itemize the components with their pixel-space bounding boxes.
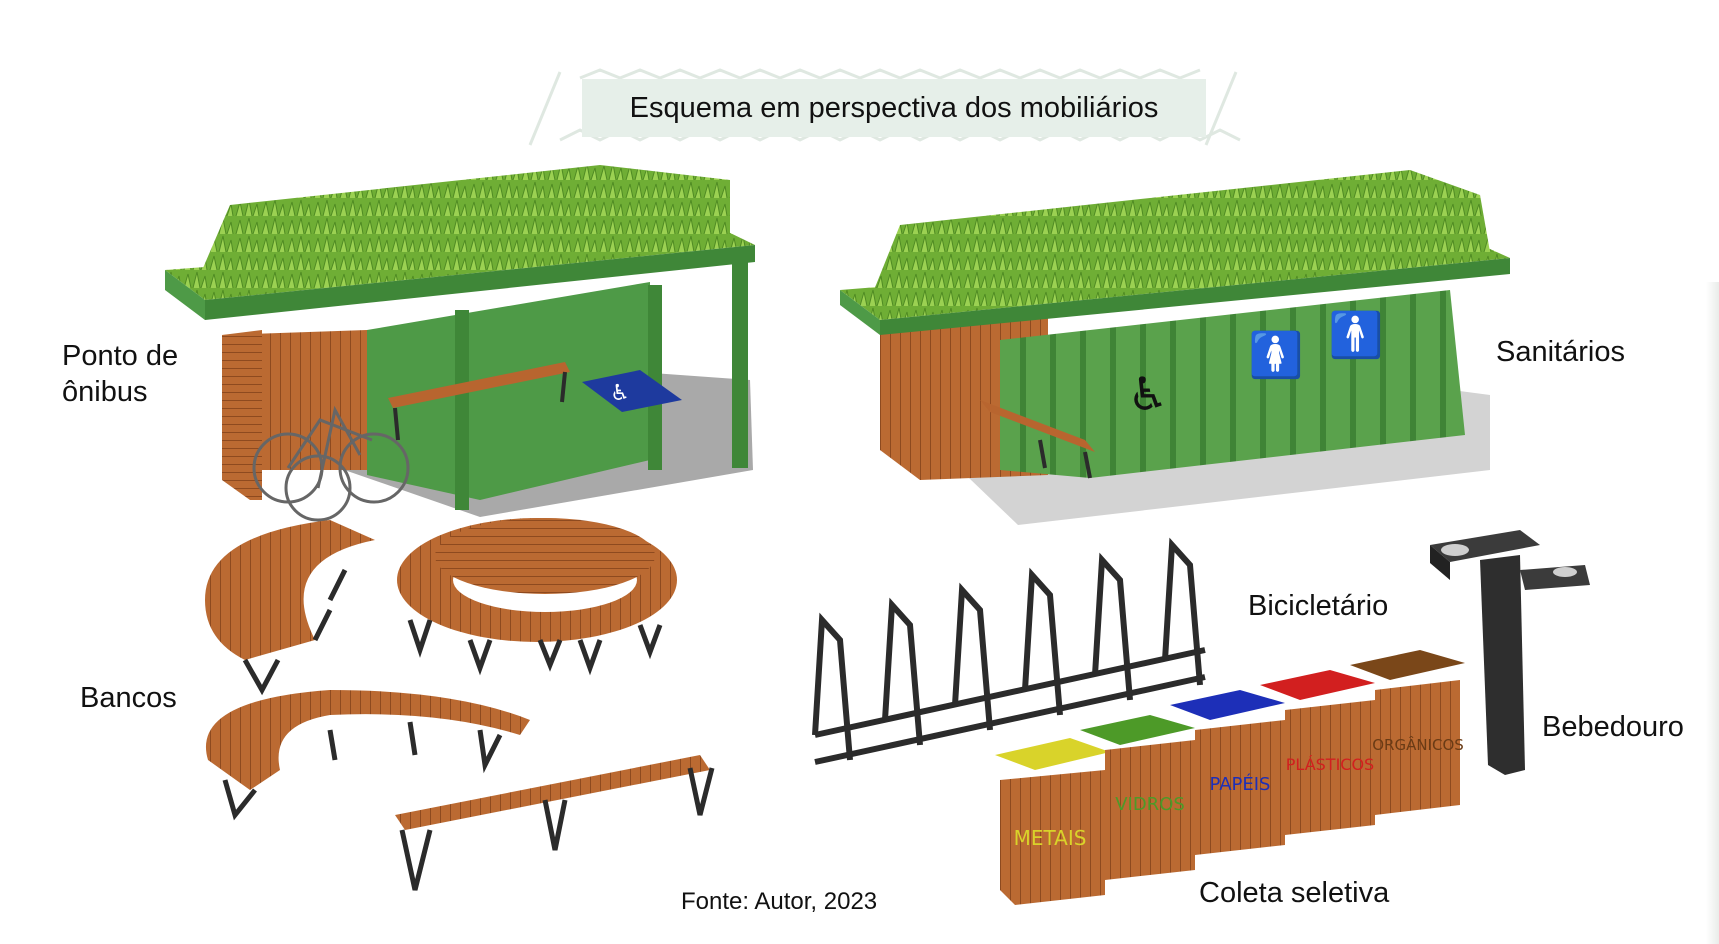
label-selective-collection: Coleta seletiva [1199, 877, 1390, 909]
label-drinking-fountain: Bebedouro [1542, 711, 1684, 743]
page-title: Esquema em perspectiva dos mobiliários [582, 79, 1206, 137]
recycling-bins-illustration: METAIS VIDROS PAPÉIS PLÁSTICOS ORGÂNICOS [995, 650, 1465, 905]
bin-organicos-label: ORGÂNICOS [1372, 735, 1464, 754]
bin-organicos: ORGÂNICOS [1350, 650, 1465, 815]
right-edge-shade [1706, 282, 1719, 944]
source-note: Fonte: Autor, 2023 [681, 888, 878, 915]
bin-papeis: PAPÉIS [1170, 690, 1285, 855]
bin-vidros-label: VIDROS [1115, 794, 1185, 815]
svg-text:🚹: 🚹 [1329, 310, 1384, 361]
bin-plasticos: PLÁSTICOS [1260, 670, 1375, 835]
benches-illustration [205, 518, 715, 891]
restrooms-illustration: ♿ 🚺 🚹 [840, 170, 1510, 525]
label-bus-stop: Ponto de ônibus [62, 340, 179, 409]
bus-stop-illustration: ♿ [165, 165, 755, 522]
bin-plasticos-label: PLÁSTICOS [1286, 755, 1374, 774]
label-bike-rack: Bicicletário [1248, 590, 1389, 622]
bin-papeis-label: PAPÉIS [1210, 773, 1271, 795]
label-restrooms: Sanitários [1496, 336, 1625, 368]
bin-metais-label: METAIS [1014, 826, 1087, 850]
svg-text:🚺: 🚺 [1249, 330, 1304, 381]
bin-metais: METAIS [995, 738, 1110, 905]
drinking-fountain-illustration [1430, 530, 1590, 775]
svg-text:♿: ♿ [610, 381, 630, 406]
label-benches: Bancos [80, 682, 177, 714]
svg-text:♿: ♿ [1127, 367, 1168, 421]
bin-vidros: VIDROS [1080, 715, 1195, 880]
bike-rack-illustration [812, 537, 1206, 765]
